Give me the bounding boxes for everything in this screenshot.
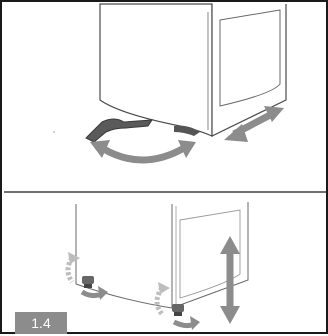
- rotate-arrow-icon: [90, 140, 196, 164]
- rotate-arrow-icon: [65, 252, 108, 300]
- appliance-base-side: [171, 202, 249, 309]
- step-label-badge: 1.4: [15, 312, 67, 334]
- height-arrow-icon: [220, 236, 240, 324]
- appliance-foot-top: [174, 125, 200, 136]
- levelling-foot-icon: [82, 276, 94, 288]
- levelling-foot-icon: [172, 304, 184, 316]
- adjustment-wrench-icon: [85, 118, 153, 143]
- top-panel: [53, 3, 287, 164]
- appliance-door-panel: [219, 9, 281, 107]
- bottom-panel: [65, 202, 249, 330]
- push-arrow-icon: [224, 106, 284, 142]
- appliance-base-outline: [75, 204, 173, 309]
- rotate-arrow-icon: [154, 282, 200, 330]
- marker-dot: [53, 131, 55, 133]
- appliance-front-face: [99, 3, 213, 137]
- appliance-base-panel: [179, 209, 241, 299]
